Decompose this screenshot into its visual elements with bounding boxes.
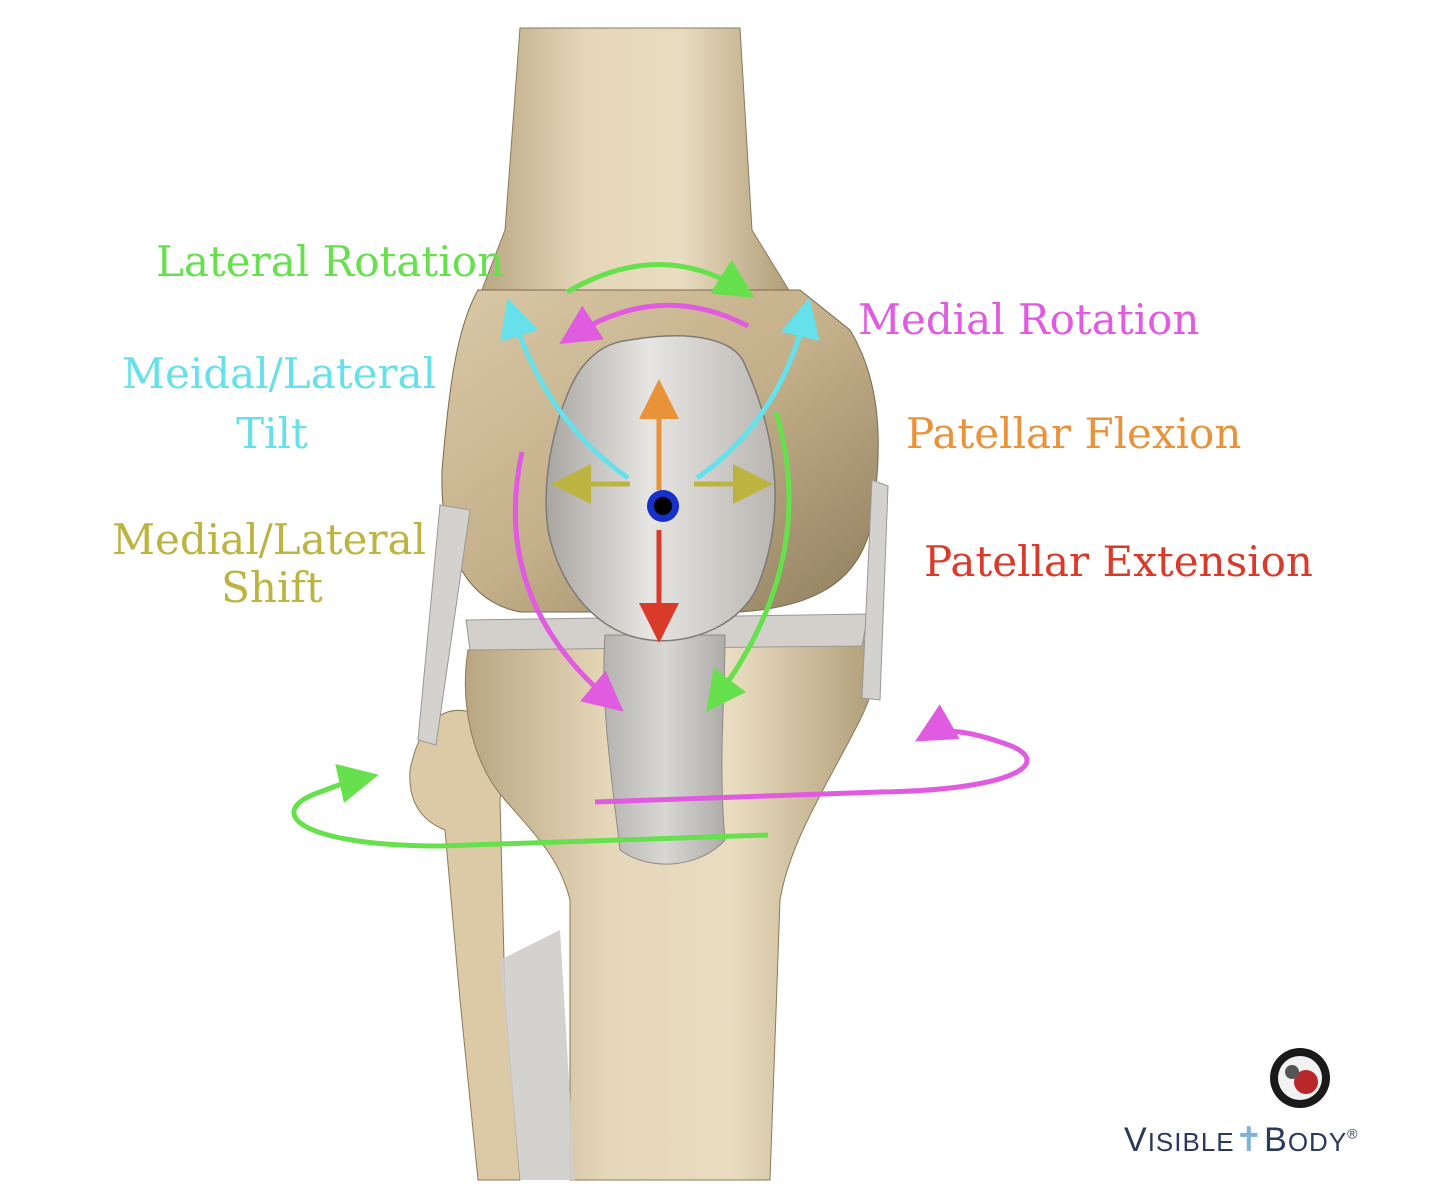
medial-rotation-arrow: [559, 302, 750, 345]
tilt-label-line1: Meidal/Lateral: [122, 349, 437, 398]
lateral-rotation-arrow: [565, 259, 755, 299]
tibial-medial-rotation-arrow: [594, 704, 1030, 805]
logo-b: B: [1264, 1121, 1288, 1159]
patellar-flexion-label: Patellar Flexion: [906, 409, 1242, 458]
visible-body-logo: VISIBLE✝BODY®: [1124, 1120, 1358, 1160]
medial-rotation-label: Medial Rotation: [858, 295, 1200, 344]
logo-v: V: [1124, 1121, 1148, 1159]
logo-ody: ODY: [1287, 1127, 1348, 1157]
medial-tilt-arrow: [695, 297, 820, 481]
tibial-lateral-rotation-arrow: [291, 763, 769, 849]
human-figure-icon: ✝: [1234, 1121, 1265, 1159]
patellar-extension-label: Patellar Extension: [924, 537, 1313, 586]
femur-shaft: [477, 27, 791, 301]
center-point-inner: [654, 497, 672, 515]
interosseous-membrane: [500, 930, 575, 1180]
patellar-tendon: [603, 634, 726, 865]
visible-body-emblem-icon: [1270, 1048, 1330, 1108]
lateral-collateral-ligament: [417, 504, 471, 746]
medial-collateral-ligament: [861, 479, 889, 701]
logo-isible: ISIBLE: [1147, 1127, 1235, 1157]
shift-label-line1: Medial/Lateral: [112, 515, 427, 564]
medial-rotation-side-arrow: [512, 451, 624, 712]
lateral-rotation-side-arrow: [706, 411, 792, 713]
shift-label-line2: Shift: [221, 563, 323, 612]
logo-registered: ®: [1347, 1125, 1359, 1142]
tilt-label-line2: Tilt: [236, 409, 308, 458]
lateral-rotation-label: Lateral Rotation: [156, 237, 505, 286]
lateral-tilt-arrow: [500, 297, 630, 481]
